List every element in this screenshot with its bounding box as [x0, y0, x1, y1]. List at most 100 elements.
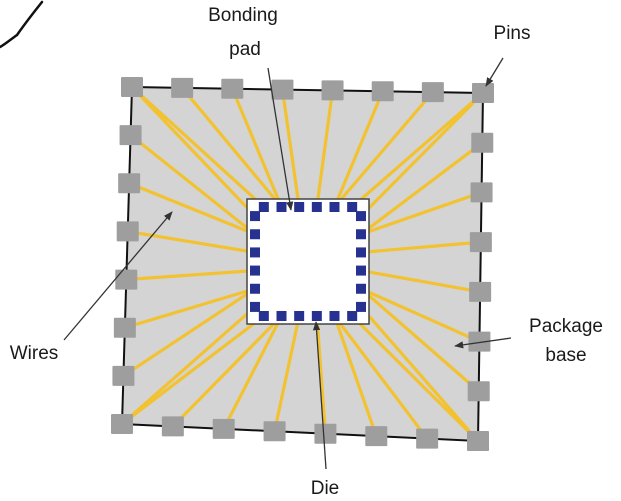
pin-bottom-5 [314, 423, 337, 444]
pin-bottom-8 [467, 431, 489, 451]
die-pad-right-6 [356, 301, 366, 312]
die-leader [312, 321, 327, 470]
pin-top-2 [171, 77, 194, 98]
pin-bottom-1 [111, 414, 133, 434]
die-pad-top-3 [294, 202, 305, 212]
die-pad-left-4 [250, 265, 260, 276]
bonding-wire-left-3 [127, 181, 257, 236]
pin-left-2 [119, 125, 142, 146]
bonding-wire-right-5 [359, 268, 482, 294]
pin-bottom-4 [263, 421, 286, 442]
bonding-wire-bottom-3 [222, 314, 284, 431]
bonding-wire-bottom-2 [171, 314, 284, 429]
die-bonding-pads [250, 202, 366, 321]
die-pad-bottom-1 [258, 311, 269, 321]
pin-top-7 [421, 82, 444, 103]
bonding-wire-left-4 [126, 229, 257, 255]
leader-lines [63, 57, 512, 470]
pins-label: Pins [494, 23, 531, 44]
pin-bottom-2 [161, 416, 184, 437]
bonding-wire-top-4 [280, 87, 301, 209]
wires-leader [63, 211, 173, 341]
bonding-wire-left-5 [124, 268, 257, 282]
pin-right-2 [471, 132, 494, 153]
pin-top-8 [472, 83, 494, 103]
pin-left-5 [115, 269, 138, 290]
bonding-wire-bottom-5 [315, 314, 328, 436]
bonding-wire-bottom-8 [350, 314, 480, 443]
die-pad-bottom-6 [347, 311, 358, 321]
bonding-wire-top-1 [130, 85, 266, 209]
bonding-pad-leader [267, 67, 294, 211]
bonding-wire-left-6 [123, 287, 257, 330]
bonding-wires [120, 85, 485, 443]
bonding-wire-top-3 [230, 87, 284, 209]
pin-top-6 [371, 81, 394, 102]
die-pad-top-5 [329, 202, 340, 212]
bonding-pad-label-line2: pad [229, 39, 261, 60]
package-pins [111, 77, 494, 451]
bonding-wire-top-2 [180, 86, 284, 209]
pin-left-3 [118, 173, 141, 194]
bonding-wire-right-6 [359, 287, 482, 344]
die-pad-top-1 [258, 202, 269, 212]
die-pad-left-2 [250, 229, 260, 240]
die-pad-right-4 [356, 265, 366, 276]
pin-right-3 [470, 182, 493, 203]
pin-top-1 [121, 77, 143, 97]
die-pad-right-2 [356, 229, 366, 240]
pin-left-4 [116, 221, 139, 242]
bonding-wire-right-1 [359, 91, 485, 218]
bonding-wire-left-2 [128, 133, 257, 236]
bonding-wire-bottom-6 [332, 314, 378, 438]
die-pad-bottom-4 [311, 311, 322, 321]
pin-right-7 [467, 381, 490, 402]
die-pad-left-1 [250, 211, 260, 222]
die-pad-left-6 [250, 301, 260, 312]
die-pad-right-5 [356, 283, 366, 294]
pin-left-6 [113, 317, 136, 338]
die-pad-bottom-3 [294, 311, 305, 321]
pin-bottom-6 [365, 426, 388, 447]
pin-right-6 [468, 331, 491, 352]
pin-top-4 [271, 79, 294, 100]
bonding-wire-bottom-4 [272, 314, 301, 433]
bonding-pad-label-line1: Bonding [208, 5, 278, 26]
die-pad-left-5 [250, 283, 260, 294]
pin-right-4 [469, 232, 492, 253]
bonding-wire-top-7 [332, 90, 435, 209]
bonding-wire-top-5 [315, 88, 335, 209]
bonding-wire-bottom-1 [120, 314, 266, 426]
bonding-wire-left-1 [130, 85, 257, 218]
bonding-wire-bottom-7 [332, 314, 429, 441]
pin-bottom-3 [212, 418, 235, 439]
die-pad-top-4 [311, 202, 322, 212]
die-pad-right-1 [356, 211, 366, 222]
die-pad-top-6 [347, 202, 358, 212]
bonding-wire-left-7 [121, 287, 257, 378]
die-label: Die [311, 478, 340, 499]
bonding-wire-top-6 [332, 89, 385, 209]
bonding-wire-right-7 [359, 287, 481, 393]
pin-top-5 [321, 80, 344, 101]
pin-bottom-7 [416, 428, 439, 449]
die-pad-top-2 [276, 202, 287, 212]
bonding-wire-right-8 [359, 305, 480, 443]
pin-left-7 [112, 365, 135, 386]
die-pad-bottom-5 [329, 311, 340, 321]
die-pad-bottom-2 [276, 311, 287, 321]
pen-stroke-fragment [0, 0, 44, 49]
die [246, 198, 370, 325]
bonding-wire-left-8 [120, 305, 257, 426]
die-pad-left-3 [250, 247, 260, 258]
bonding-wire-top-8 [350, 91, 485, 209]
package-base-label-line1: Package [529, 316, 603, 337]
pin-top-3 [221, 78, 244, 99]
bonding-wire-right-2 [359, 141, 484, 236]
wires-label: Wires [10, 343, 59, 364]
pins-leader [485, 57, 504, 87]
bonding-wire-right-4 [359, 240, 483, 255]
bonding-wire-right-3 [359, 190, 484, 236]
pin-right-5 [469, 281, 492, 302]
